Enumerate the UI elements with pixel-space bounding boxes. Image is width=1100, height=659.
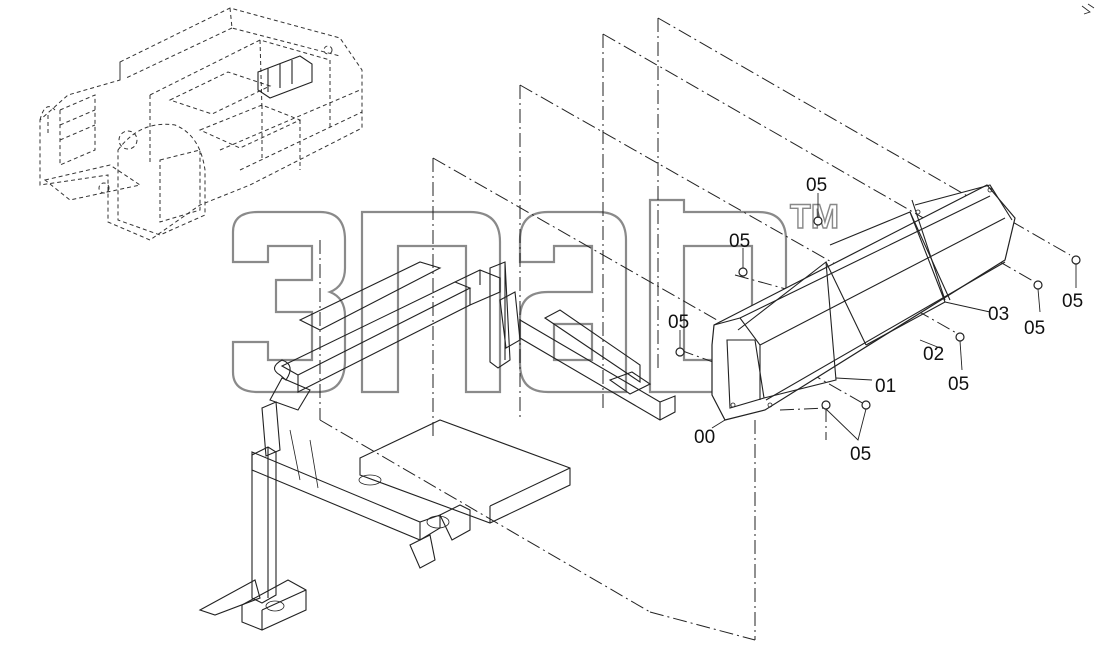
callout-00: 00 <box>694 427 715 448</box>
callout-05-c: 05 <box>668 312 689 333</box>
corner-mark <box>1081 3 1095 15</box>
callout-labels: 05 05 05 05 05 05 05 03 02 01 00 <box>668 175 1083 465</box>
callout-05-b: 05 <box>729 231 750 252</box>
callout-05-d: 05 <box>1062 291 1083 312</box>
bolt-icon <box>821 400 831 410</box>
machine-overview-sketch <box>39 7 363 241</box>
callout-05-a: 05 <box>806 175 827 196</box>
callout-03: 03 <box>988 304 1009 325</box>
callout-05-f: 05 <box>948 374 969 395</box>
bolt-icon <box>955 332 965 342</box>
bolt-icon <box>675 347 685 357</box>
callout-05-e: 05 <box>1024 318 1045 339</box>
callout-05-g: 05 <box>850 444 871 465</box>
callout-01: 01 <box>875 376 896 397</box>
bolt-icon <box>1071 255 1081 265</box>
bolt-icon <box>813 216 823 226</box>
base-frame <box>198 261 676 631</box>
bolt-icon <box>738 267 748 277</box>
bolt-icon <box>1033 280 1043 290</box>
leader-lines <box>679 193 1077 441</box>
trademark: TM <box>790 198 839 236</box>
cover-assembly <box>711 184 1016 421</box>
callout-02: 02 <box>923 344 944 365</box>
bolt-icon <box>861 400 871 410</box>
